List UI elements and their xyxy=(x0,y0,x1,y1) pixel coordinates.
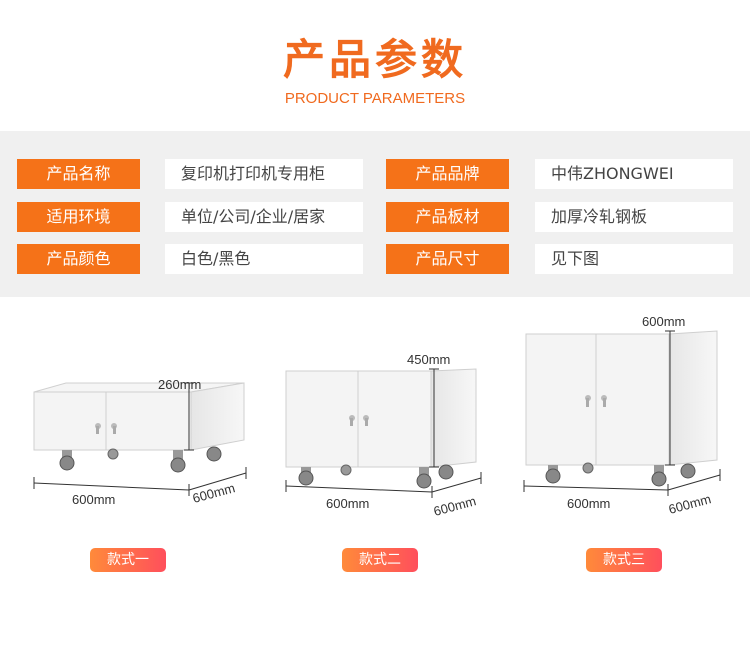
param-label: 产品尺寸 xyxy=(386,244,509,274)
caster-wheel xyxy=(416,467,432,489)
param-value: 加厚冷轧钢板 xyxy=(535,202,733,232)
caster-wheel xyxy=(170,450,186,473)
caster-wheel xyxy=(59,450,75,471)
caster-wheel xyxy=(582,462,594,474)
height-label: 600mm xyxy=(642,314,685,329)
height-label: 450mm xyxy=(407,352,450,367)
width-label: 600mm xyxy=(326,496,369,511)
depth-label: 600mm xyxy=(667,491,713,517)
cabinet-style-2 xyxy=(285,368,482,498)
height-label: 260mm xyxy=(158,377,201,392)
caster-wheel xyxy=(107,448,119,460)
style-1-badge[interactable]: 款式一 xyxy=(90,548,166,572)
depth-label: 600mm xyxy=(432,493,478,519)
width-label: 600mm xyxy=(72,492,115,507)
caster-wheel xyxy=(340,464,352,476)
param-value: 中伟ZHONGWEI xyxy=(535,159,733,189)
param-label: 产品板材 xyxy=(386,202,509,232)
param-row: 产品名称 复印机打印机专用柜 产品品牌 中伟ZHONGWEI xyxy=(0,159,750,189)
cabinet-style-1 xyxy=(33,382,247,496)
param-label: 适用环境 xyxy=(17,202,140,232)
caster-wheel xyxy=(651,465,667,487)
parameter-table: 产品名称 复印机打印机专用柜 产品品牌 中伟ZHONGWEI 适用环境 单位/公… xyxy=(0,131,750,297)
cabinet-style-3 xyxy=(523,330,721,496)
param-row: 产品颜色 白色/黑色 产品尺寸 见下图 xyxy=(0,244,750,274)
param-value: 见下图 xyxy=(535,244,733,274)
param-row: 适用环境 单位/公司/企业/居家 产品板材 加厚冷轧钢板 xyxy=(0,202,750,232)
cabinet-diagrams: 260mm 600mm 600mm 450mm 600mm 600mm 600m… xyxy=(33,314,721,519)
depth-label: 600mm xyxy=(191,480,237,506)
param-value: 白色/黑色 xyxy=(165,244,363,274)
param-value: 单位/公司/企业/居家 xyxy=(165,202,363,232)
caster-wheel xyxy=(298,467,314,486)
caster-wheel xyxy=(545,465,561,484)
page-subtitle: PRODUCT PARAMETERS xyxy=(284,90,466,107)
caster-wheel xyxy=(206,446,222,462)
caster-wheel xyxy=(438,464,454,480)
param-label: 产品品牌 xyxy=(386,159,509,189)
style-2-badge[interactable]: 款式二 xyxy=(342,548,418,572)
caster-wheel xyxy=(680,463,696,479)
width-label: 600mm xyxy=(567,496,610,511)
page-title: 产品参数 xyxy=(282,35,467,84)
param-label: 产品颜色 xyxy=(17,244,140,274)
param-value: 复印机打印机专用柜 xyxy=(165,159,363,189)
param-label: 产品名称 xyxy=(17,159,140,189)
style-3-badge[interactable]: 款式三 xyxy=(586,548,662,572)
